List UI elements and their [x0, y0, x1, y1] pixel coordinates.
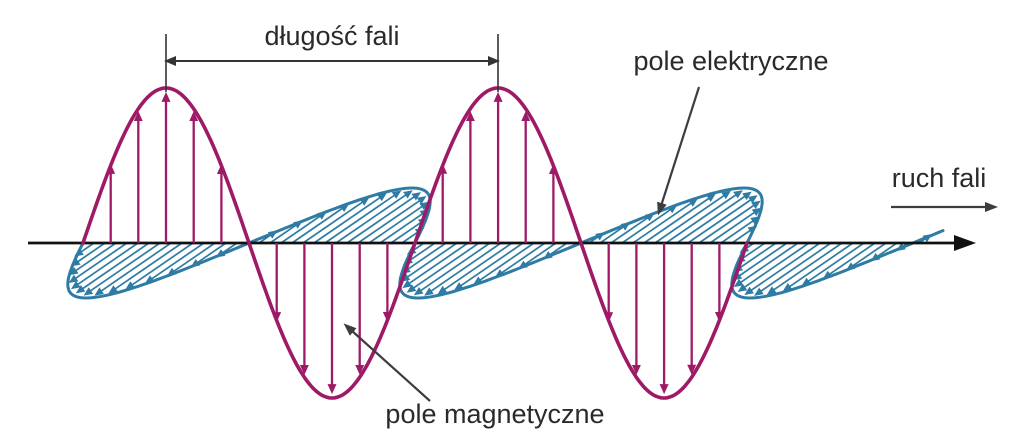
electric-field-vector-arrow — [733, 242, 777, 273]
magnetic-field-wave — [81, 86, 749, 400]
electric-field-vector-arrow — [335, 190, 413, 244]
electric-field-vector-arrow — [709, 207, 762, 244]
electric-field-vector-arrow — [368, 201, 430, 244]
electric-field-vector-arrow — [166, 242, 216, 277]
electric-field-vector-arrow — [379, 209, 430, 244]
electric-field-vector-arrow — [269, 220, 303, 244]
electric-field-vector-arrow — [68, 242, 117, 276]
electric-field-vector-arrow — [782, 242, 854, 292]
electric-field-vector-arrow — [610, 213, 655, 244]
wavelength-dimension — [164, 34, 500, 92]
electric-field-vector-arrow — [75, 242, 150, 294]
electric-field-vector-arrow — [632, 198, 698, 244]
electric-field-vector-arrow — [280, 211, 327, 244]
electric-field-vector-arrow — [665, 190, 743, 244]
electric-field-vector-arrow — [401, 242, 447, 274]
magnetic-field-label: pole magnetyczne — [385, 399, 604, 429]
electric-field-vector-arrow — [313, 192, 387, 244]
electric-field-vector-arrow — [94, 242, 172, 296]
electric-field-vector-arrow — [518, 242, 557, 270]
electric-field-vector-arrow — [424, 242, 502, 296]
magnetic-label-arrow — [343, 323, 431, 402]
electric-field-vector-arrow — [735, 242, 766, 263]
electric-field-vector-arrow — [733, 242, 799, 288]
electric-field-vector-arrow — [845, 242, 887, 271]
electric-field-vector-arrow — [698, 200, 761, 244]
electric-field-vector-arrow — [720, 216, 760, 244]
electric-field-vector-arrow — [108, 242, 183, 294]
electric-field-vector-arrow — [453, 242, 524, 291]
electric-field-vector-arrow — [291, 203, 350, 244]
electric-field-vector-arrow — [125, 242, 194, 290]
electric-field-wave — [66, 186, 945, 300]
electric-field-vector-arrow — [687, 195, 758, 244]
electric-label-arrow — [657, 86, 701, 216]
electric-field-vector-arrow — [643, 193, 716, 244]
electric-field-curve — [66, 186, 945, 300]
diagram-layers — [28, 34, 998, 402]
electric-field-vector-arrow — [68, 242, 128, 283]
electric-field-vector-arrow — [744, 242, 821, 295]
electric-field-vector-arrow — [83, 242, 161, 296]
electric-field-vector-arrow — [473, 242, 535, 285]
electric-field-vector-arrow — [870, 242, 898, 262]
electric-field-vector-arrow — [400, 242, 458, 282]
electric-field-vector-arrow — [822, 242, 876, 280]
electric-field-vector-arrow — [737, 242, 810, 292]
electric-field-vector-arrow — [406, 242, 480, 293]
electric-field-vector-arrow — [654, 190, 731, 244]
electric-field-vector-arrow — [676, 191, 752, 244]
electric-field-vector-arrow — [74, 242, 95, 257]
electric-field-vector-arrow — [70, 242, 106, 267]
electric-field-vector-arrow — [403, 242, 436, 265]
electric-field-vector-arrow — [402, 242, 469, 289]
electric-field-vector-arrow — [413, 242, 491, 296]
wavelength-label: długość fali — [264, 21, 399, 51]
electric-field-vector-arrow — [801, 242, 865, 286]
electric-field-vector-arrow — [357, 196, 427, 244]
electric-field-label: pole elektryczne — [633, 46, 828, 76]
electric-field-vector-arrow — [494, 242, 546, 278]
electric-field-vector-arrow — [324, 190, 402, 244]
electric-field-vector-arrow — [390, 217, 428, 244]
electric-field-vector-arrow — [731, 225, 758, 244]
electric-field-vector-arrow — [754, 242, 832, 296]
electric-field-vector-arrow — [190, 242, 227, 268]
wave-motion-label: ruch fali — [892, 163, 987, 193]
electric-field-vector-arrow — [144, 242, 205, 284]
electric-field-vector-arrow — [302, 197, 370, 244]
electric-field-vector-arrow — [599, 222, 631, 244]
electric-field-vector-arrow — [621, 204, 678, 244]
electric-field-vector-arrow — [70, 242, 139, 290]
electric-field-vector-arrow — [346, 192, 422, 244]
annotation-arrows — [343, 86, 998, 402]
magnetic-field-curve — [81, 86, 749, 400]
electric-field-vector-arrow — [732, 242, 788, 281]
